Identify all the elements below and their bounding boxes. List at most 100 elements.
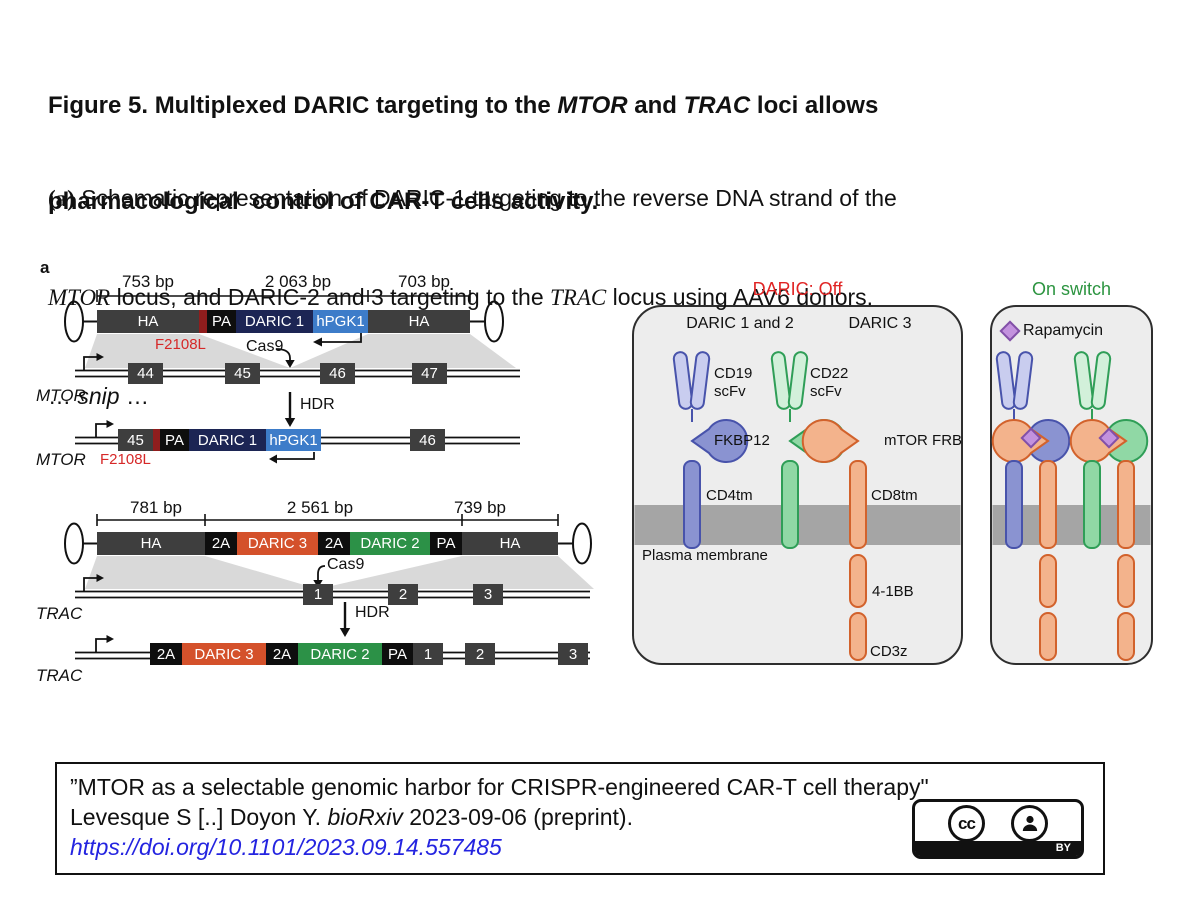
trac-hdr-arrow (339, 602, 351, 637)
title-gene-trac: TRAC (683, 92, 751, 119)
trac-donor-2a-box-2: 2A (318, 532, 350, 555)
trac-gene-label: TRAC (36, 604, 83, 623)
trac-exon-1: 1 (303, 584, 333, 605)
mtor-hdr-label: HDR (300, 396, 335, 413)
on-switch-panel (990, 305, 1153, 665)
caption-line2: MTOR locus, and DARIC-2 and 3 targeting … (48, 281, 897, 314)
mtor-donor-ha-right-box: HA (368, 310, 470, 333)
title-text-1: Figure 5. Multiplexed DARIC targeting to… (48, 92, 558, 119)
trac-edited-gene-label: TRAC (36, 666, 83, 685)
title-text-3: loci allows (750, 92, 879, 119)
trac-cas9-label: Cas9 (327, 556, 365, 573)
mtor-edited-pa-box: PA (160, 429, 189, 451)
fkbp12-label: FKBP12 (714, 432, 770, 449)
mtor-exon-44: 44 (128, 363, 163, 384)
figure-caption: (a) Schematic representation of DARIC-1 … (48, 116, 897, 479)
citation-box: ”MTOR as a selectable genomic harbor for… (55, 762, 1105, 875)
trac-donor-2a-box-1: 2A (205, 532, 237, 555)
caption-gene-trac: TRAC (550, 285, 607, 310)
trac-edited-2a-box-1: 2A (150, 643, 182, 665)
trac-donor-pa-box: PA (430, 532, 462, 555)
caption-text-3: locus using AAV6 donors. (606, 284, 874, 310)
cc-icon: cc (948, 805, 985, 842)
trac-homology-left (85, 556, 318, 589)
mtor-edited-f2108l-marker (153, 429, 160, 451)
citation-authors: Levesque S [..] Doyon Y. (70, 804, 328, 830)
trac-bp-mid-label: 2 561 bp (286, 498, 354, 517)
citation-authors-line: Levesque S [..] Doyon Y. bioRxiv 2023-09… (70, 802, 1090, 832)
caption-text-2: locus, and DARIC-2 and 3 targeting to th… (110, 284, 551, 310)
cd8tm-label: CD8tm (871, 487, 918, 504)
trac-exon-3: 3 (473, 584, 503, 605)
mtor-donor-daric1-box: DARIC 1 (236, 310, 313, 333)
citation-doi-line: https://doi.org/10.1101/2023.09.14.55748… (70, 832, 1090, 862)
trac-itr-left-icon (64, 522, 98, 565)
trac-hdr-label: HDR (355, 604, 390, 621)
caption-panel-letter: (a) (48, 186, 75, 211)
trac-edited-daric2-box: DARIC 2 (298, 643, 382, 665)
cd3z-label: CD3z (870, 643, 908, 660)
on-switch-title: On switch (1031, 279, 1112, 299)
caption-text-1: Schematic representation of DARIC-1 targ… (74, 185, 897, 211)
trac-edited-tss-arrow (95, 635, 114, 653)
trac-edited-exon-1: 1 (413, 643, 443, 665)
cd19-scfv-label: CD19 scFv (714, 365, 753, 400)
trac-itr-right-icon (558, 522, 592, 565)
cc-by-badge: cc BY (912, 799, 1084, 859)
caption-gene-mtor: MTOR (48, 285, 111, 310)
daric-off-title: DARIC: Off (752, 279, 843, 299)
doi-link[interactable]: https://doi.org/10.1101/2023.09.14.55748… (70, 834, 502, 860)
mtor-donor-pa-box: PA (207, 310, 236, 333)
title-gene-mtor: MTOR (557, 92, 628, 119)
mtor-edited-daric1-box: DARIC 1 (189, 429, 266, 451)
off-col-daric12-header: DARIC 1 and 2 (686, 315, 794, 332)
trac-edited-exon-3: 3 (558, 643, 588, 665)
trac-edited-pa-box: PA (382, 643, 413, 665)
off-col-daric3-header: DARIC 3 (848, 315, 912, 332)
plasma-membrane-label: Plasma membrane (642, 547, 768, 564)
panel-a-label: a (40, 258, 50, 277)
trac-edited-daric3-box: DARIC 3 (182, 643, 266, 665)
citation-date: 2023-09-06 (preprint). (402, 804, 633, 830)
mtor-bp-right-label: 703 bp (398, 272, 450, 291)
trac-tss-arrow (83, 574, 104, 592)
mtor-edited-f2108l-label: F2108L (100, 451, 151, 468)
trac-donor-daric3-box: DARIC 3 (237, 532, 318, 555)
mtor-donor-f2108l-marker (199, 310, 207, 333)
figure-title: Figure 5. Multiplexed DARIC targeting to… (48, 26, 878, 282)
mtor-bp-left-label: 753 bp (122, 272, 174, 291)
cc-icon-text: cc (958, 813, 976, 833)
mtor-gene-label: MTOR (36, 386, 86, 405)
mtor-exon-47: 47 (412, 363, 447, 384)
citation-journal: bioRxiv (327, 804, 403, 830)
snip-ellipsis-left: … (48, 383, 78, 409)
caption-line1: (a) Schematic representation of DARIC-1 … (48, 182, 897, 215)
trac-bp-left-label: 781 bp (130, 498, 182, 517)
trac-donor-daric2-box: DARIC 2 (350, 532, 430, 555)
mtor-donor-ha-left-box: HA (97, 310, 199, 333)
figure-title-line2: pharmacological control of CAR-T cells a… (48, 188, 599, 215)
figure-title-line1: Figure 5. Multiplexed DARIC targeting to… (48, 90, 878, 122)
trac-edited-exon-2: 2 (465, 643, 495, 665)
caption-snip-line: … snip … (48, 380, 897, 413)
mtor-cas9-label: Cas9 (246, 338, 284, 355)
mtor-donor-hpgk1-box: hPGK1 (313, 310, 368, 333)
mtor-frb-label: mTOR FRB (884, 432, 963, 449)
trac-bp-right-label: 739 bp (454, 498, 506, 517)
41bb-label: 4-1BB (872, 583, 914, 600)
snip-word: snip (77, 383, 120, 409)
cc-by-strip: BY (915, 841, 1081, 856)
cd4tm-label: CD4tm (706, 487, 753, 504)
title-text-2: and (627, 92, 684, 119)
citation-title-line: ”MTOR as a selectable genomic harbor for… (70, 774, 929, 800)
rapamycin-label: Rapamycin (1023, 322, 1104, 339)
cd22-scfv-label: CD22 scFv (810, 365, 849, 400)
mtor-exon-46: 46 (320, 363, 355, 384)
snip-ellipsis-right: … (119, 383, 149, 409)
trac-donor-ha-left-box: HA (97, 532, 205, 555)
mtor-exon-45: 45 (225, 363, 260, 384)
mtor-f2108l-label: F2108L (155, 336, 206, 353)
trac-edited-2a-box-2: 2A (266, 643, 298, 665)
mtor-edited-exon-45: 45 (118, 429, 153, 451)
mtor-bp-mid-label: 2 063 bp (264, 272, 332, 291)
